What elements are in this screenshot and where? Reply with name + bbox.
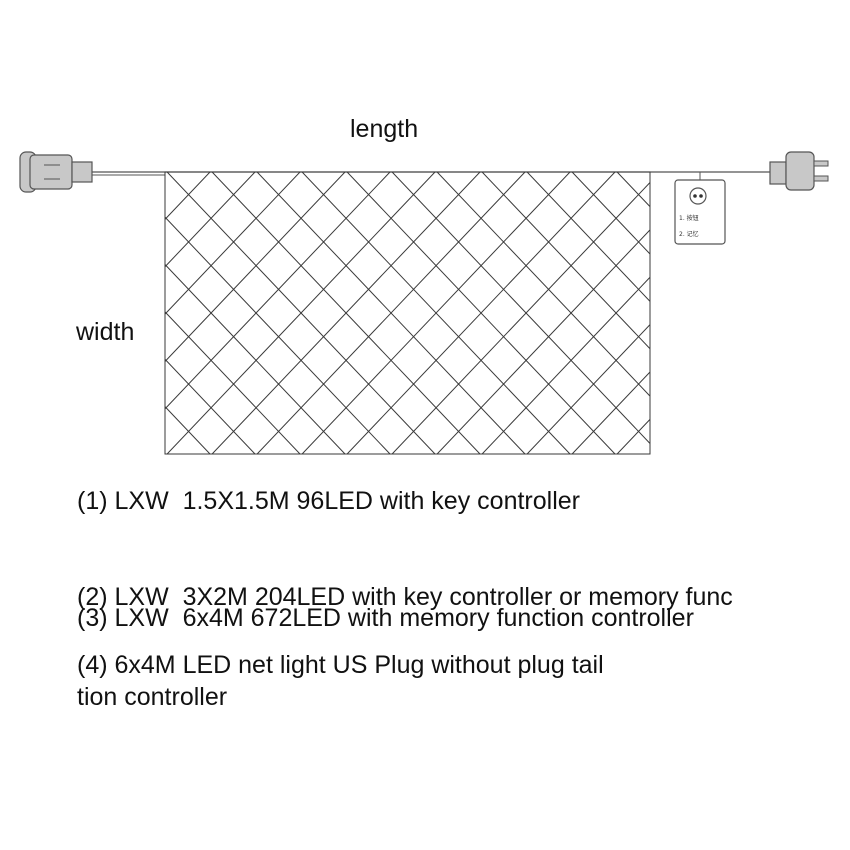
net-frame [164, 171, 651, 455]
spec-item-1: (1) LXW 1.5X1.5M 96LED with key controll… [77, 487, 580, 515]
female-plug-icon [19, 151, 93, 193]
spec-item-4: (4) 6x4M LED net light US Plug without p… [77, 651, 604, 679]
controller-text-1: 1. 按钮 [679, 214, 699, 222]
spec-item-2: (2) LXW 3X2M 204LED with key controller … [77, 522, 733, 742]
male-plug-icon [769, 151, 829, 191]
controller-box-icon: 1. 按钮 2. 记忆 [674, 172, 726, 245]
controller-text-2: 2. 记忆 [679, 230, 699, 238]
spec-item-2-line-2: tion controller [77, 683, 228, 711]
width-label: width [76, 318, 135, 346]
length-label: length [350, 115, 419, 143]
net-light-diagram: 1. 按钮 2. 记忆 [19, 151, 829, 455]
spec-item-3: (3) LXW 6x4M 672LED with memory function… [77, 604, 694, 632]
spec-item-2-line-1: (2) LXW 3X2M 204LED with key controller … [77, 583, 733, 611]
